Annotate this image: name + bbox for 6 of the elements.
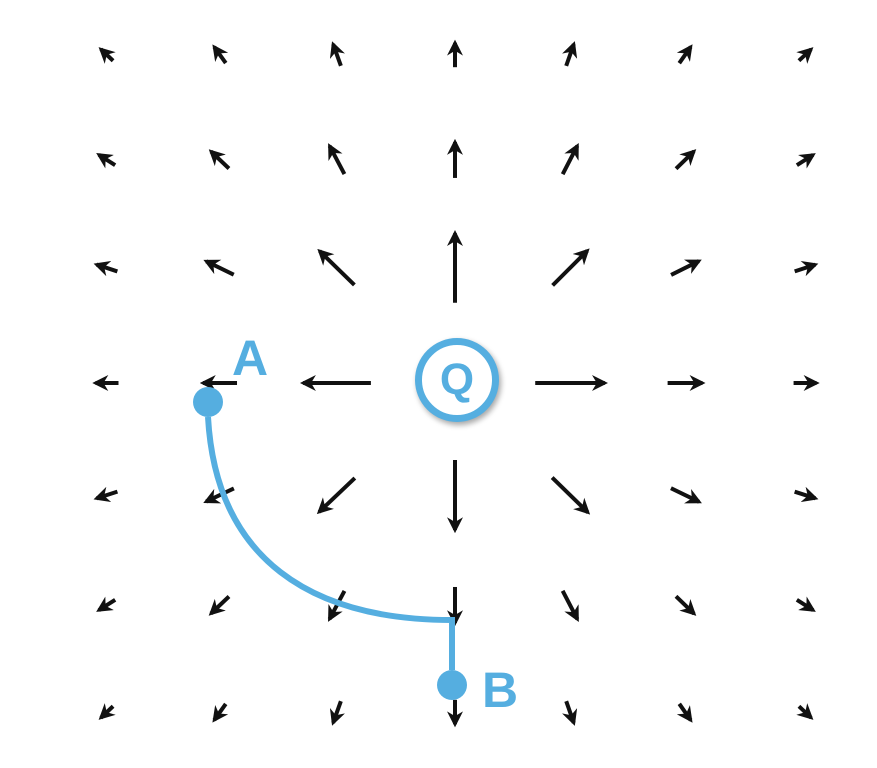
point-dot xyxy=(437,670,467,700)
point-dot xyxy=(193,387,223,417)
charge-circle: Q xyxy=(415,338,499,422)
point-label: B xyxy=(482,665,518,715)
path-line xyxy=(205,416,455,670)
point-label: A xyxy=(232,333,268,383)
